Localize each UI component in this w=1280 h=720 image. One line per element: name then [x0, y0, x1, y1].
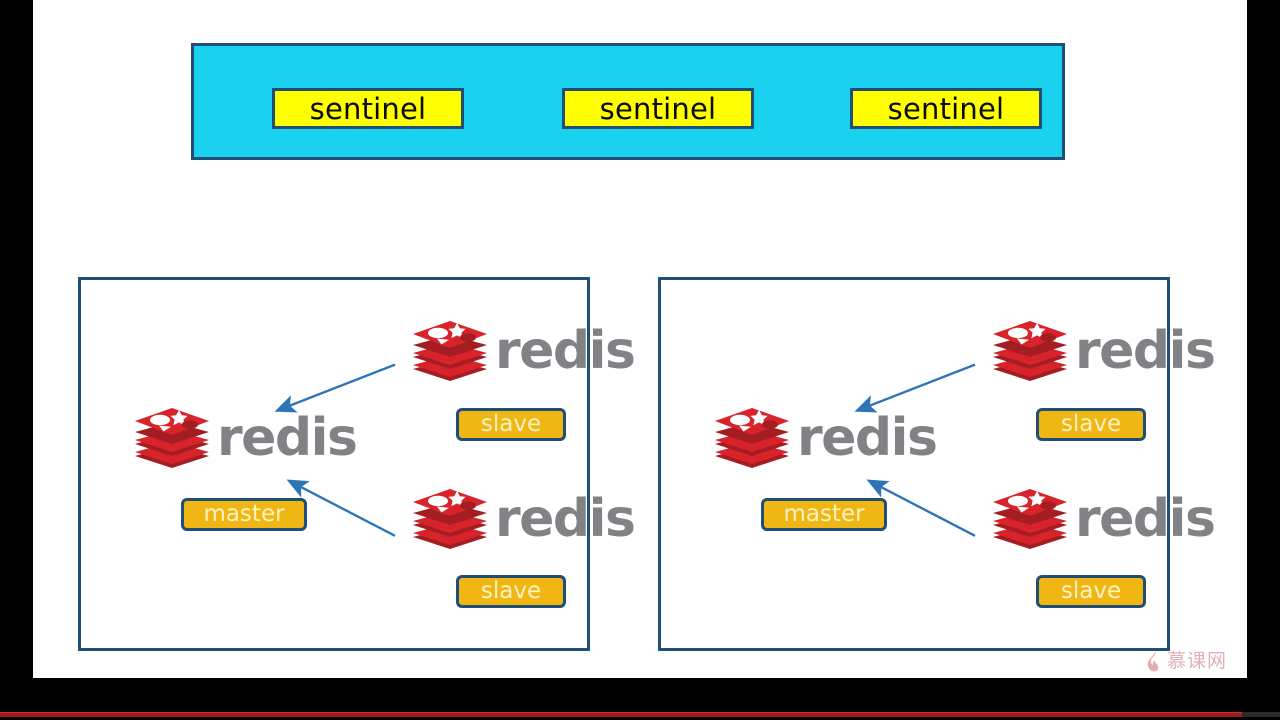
- role-badge-slave-label: slave: [480, 411, 542, 437]
- role-badge-slave: slave: [1036, 575, 1146, 608]
- sentinel-node-2: sentinel: [562, 88, 754, 129]
- redis-logo-icon: [413, 321, 487, 381]
- redis-wordmark: redis: [797, 408, 938, 468]
- role-badge-slave: slave: [456, 408, 566, 441]
- sentinel-node-2-label: sentinel: [599, 91, 717, 126]
- role-badge-slave-label: slave: [1060, 411, 1122, 437]
- redis-slave-node-left-bottom: redis: [411, 483, 636, 555]
- redis-logo-icon: [413, 489, 487, 549]
- role-badge-master: master: [761, 498, 887, 531]
- sentinel-node-3-label: sentinel: [887, 91, 1005, 126]
- redis-logo-icon: [993, 489, 1067, 549]
- redis-wordmark: redis: [217, 408, 358, 468]
- role-badge-master: master: [181, 498, 307, 531]
- redis-wordmark: redis: [495, 489, 636, 549]
- watermark-label: 慕课网: [1167, 649, 1228, 672]
- flame-icon: [1147, 650, 1159, 672]
- sentinel-node-1: sentinel: [272, 88, 464, 129]
- slide-canvas: sentinel sentinel sentinel: [33, 0, 1247, 678]
- role-badge-slave: slave: [1036, 408, 1146, 441]
- video-progress-fill: [0, 712, 1242, 717]
- redis-wordmark: redis: [1075, 321, 1216, 381]
- sentinel-node-1-label: sentinel: [309, 91, 427, 126]
- redis-group-right: redis r: [658, 277, 1216, 651]
- redis-group-left: redis: [78, 277, 636, 651]
- redis-slave-node-right-top: redis: [991, 315, 1216, 387]
- redis-master-node-left: redis: [133, 402, 358, 474]
- role-badge-slave-label: slave: [1060, 578, 1122, 604]
- sentinel-cluster-container: sentinel sentinel sentinel: [191, 43, 1065, 160]
- redis-master-node-right: redis: [713, 402, 938, 474]
- redis-logo-icon: [715, 408, 789, 468]
- redis-wordmark: redis: [495, 321, 636, 381]
- role-badge-slave-label: slave: [480, 578, 542, 604]
- role-badge-slave: slave: [456, 575, 566, 608]
- sentinel-node-3: sentinel: [850, 88, 1042, 129]
- role-badge-master-label: master: [783, 501, 865, 527]
- redis-wordmark: redis: [1075, 489, 1216, 549]
- redis-slave-node-left-top: redis: [411, 315, 636, 387]
- redis-logo-icon: [135, 408, 209, 468]
- role-badge-master-label: master: [203, 501, 285, 527]
- redis-logo-icon: [993, 321, 1067, 381]
- redis-slave-node-right-bottom: redis: [991, 483, 1216, 555]
- watermark: 慕课网: [1146, 650, 1227, 672]
- video-progress-bar[interactable]: [0, 712, 1280, 717]
